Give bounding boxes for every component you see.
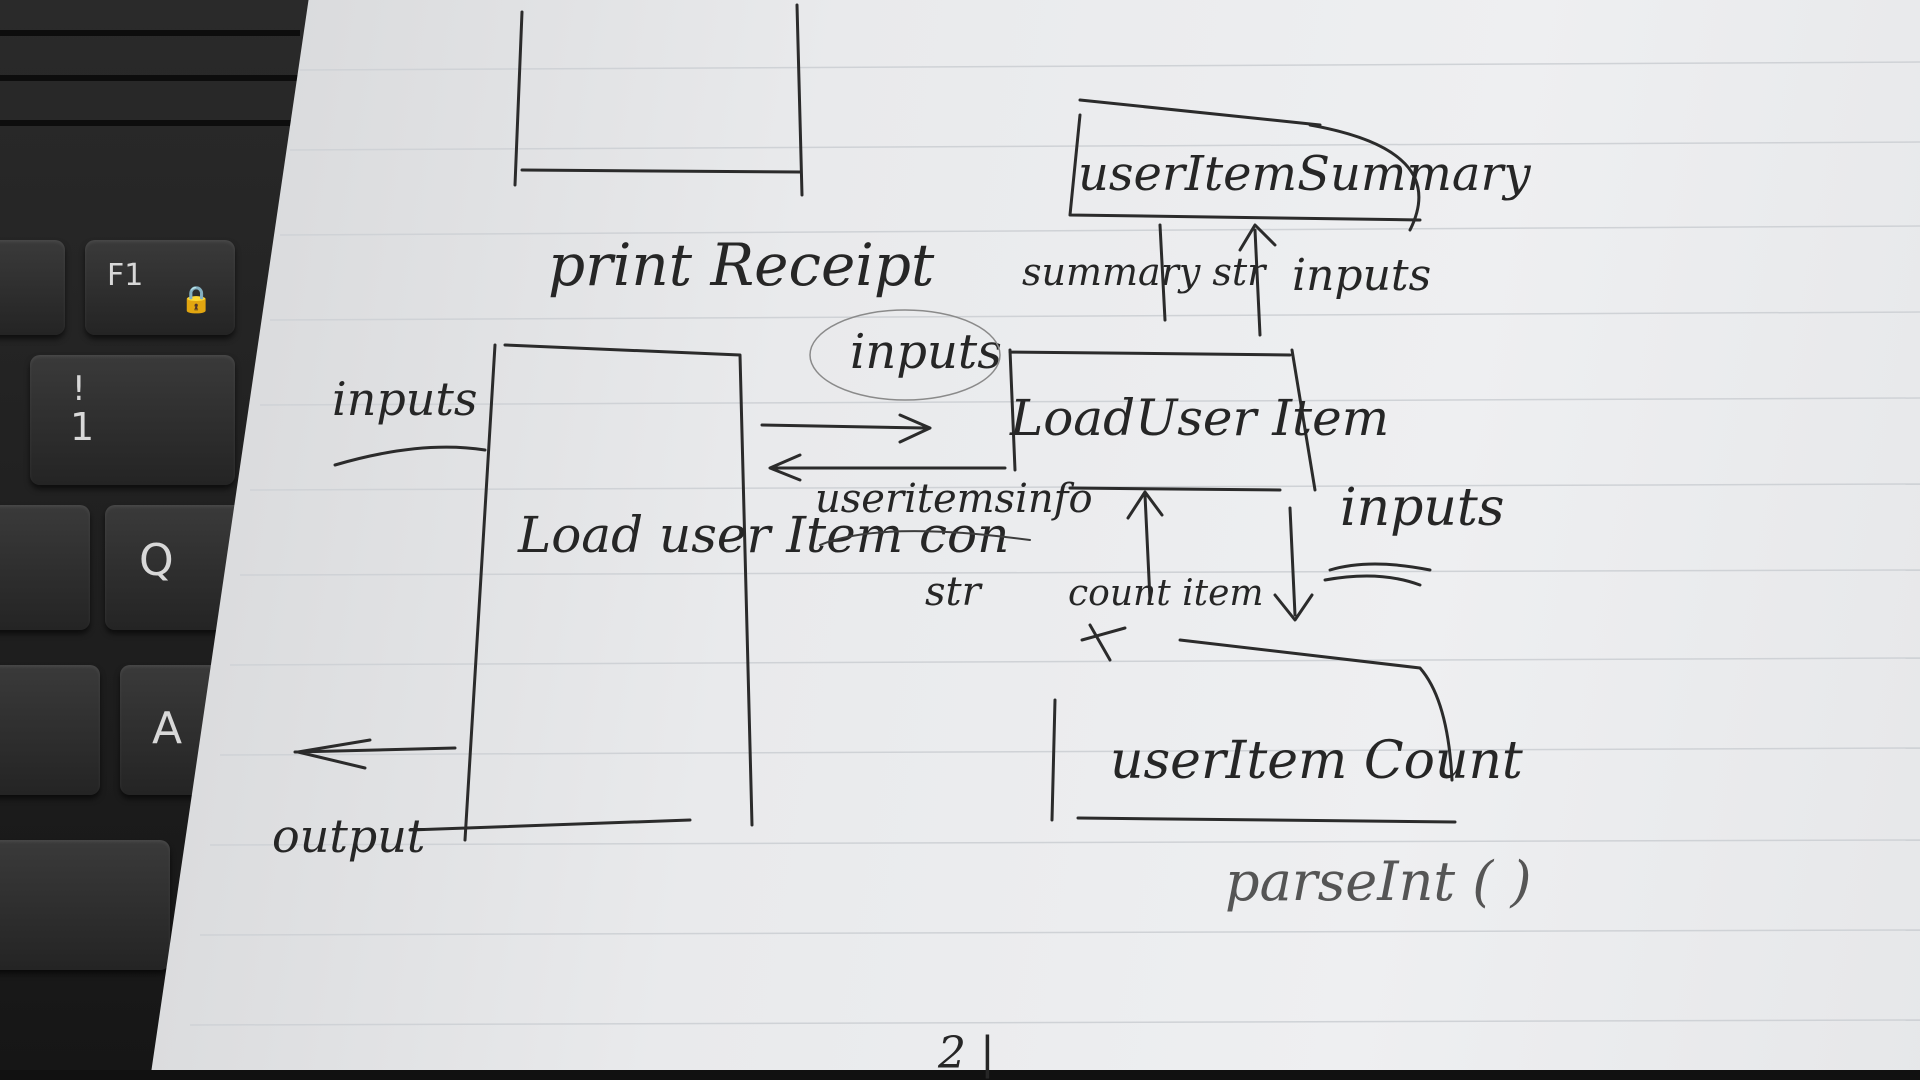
- key-exclaim-label: !: [72, 369, 86, 409]
- inputs-left-label: inputs: [332, 372, 478, 426]
- key-f1-label: F1: [107, 258, 144, 293]
- inputs-count-label: inputs: [1340, 478, 1504, 538]
- load-user-item-title: LoadUser Item: [1009, 389, 1389, 447]
- page-mark: 2 |: [937, 1028, 995, 1079]
- bottom-edge: [0, 1070, 1920, 1080]
- keyboard-ridge: [0, 75, 300, 81]
- notebook-page: [150, 0, 1920, 1080]
- key-shift: [0, 840, 170, 970]
- load-user-item-con-box: [408, 343, 754, 842]
- output-arrow: [293, 738, 457, 770]
- print-receipt-label: print Receipt: [548, 231, 935, 299]
- inputs-left-line: [333, 445, 487, 467]
- key-one-label: 1: [70, 405, 95, 449]
- key-escape: [0, 240, 65, 335]
- key-q-label: Q: [139, 535, 174, 586]
- keyboard-ridge: [0, 30, 300, 36]
- key-a-label: A: [152, 703, 183, 754]
- user-item-count-title: userItem Count: [1110, 731, 1523, 791]
- inputs-summary-arrow: [1238, 223, 1277, 337]
- inputs-right-arrow: [760, 413, 932, 444]
- inputs-top-arrow-label: inputs: [850, 324, 1002, 380]
- user-item-summary-title: userItemSummary: [1078, 146, 1531, 202]
- user-items-info-label: useritemsinfo: [815, 476, 1093, 522]
- user-item-count-box: [1050, 638, 1457, 824]
- parse-int-label: parseInt ( ): [1225, 850, 1532, 913]
- key-f1: F1 🔒: [85, 240, 235, 335]
- inputs-count-arrow: [1273, 506, 1314, 622]
- key-tab: [0, 505, 90, 630]
- scribble-strike: [819, 530, 1031, 546]
- user-item-summary-box: [1068, 98, 1422, 232]
- inputs-summary-label: inputs: [1292, 250, 1431, 301]
- str-under-label: str: [925, 569, 984, 615]
- key-1: ! 1: [30, 355, 235, 485]
- summary-str-line: [1158, 223, 1167, 322]
- count-item-label: count item: [1068, 573, 1264, 614]
- key-caps: [0, 665, 100, 795]
- keyboard-ridge: [0, 120, 300, 126]
- load-user-item-box: [1008, 348, 1317, 492]
- load-user-item-con-title: Load user Item con: [517, 506, 1009, 564]
- scribble-mark: [1080, 623, 1127, 662]
- scribble-strike-inputs: [1323, 562, 1432, 587]
- count-item-arrow: [1126, 490, 1164, 602]
- summary-str-label: summary str: [1022, 250, 1268, 294]
- top-box: [513, 3, 804, 197]
- inputs-top-circle: [809, 309, 1001, 401]
- ruled-lines: [189, 61, 1920, 1026]
- output-left-label: output: [272, 809, 426, 863]
- lock-icon: 🔒: [180, 285, 213, 315]
- user-items-info-arrow: [768, 453, 1007, 482]
